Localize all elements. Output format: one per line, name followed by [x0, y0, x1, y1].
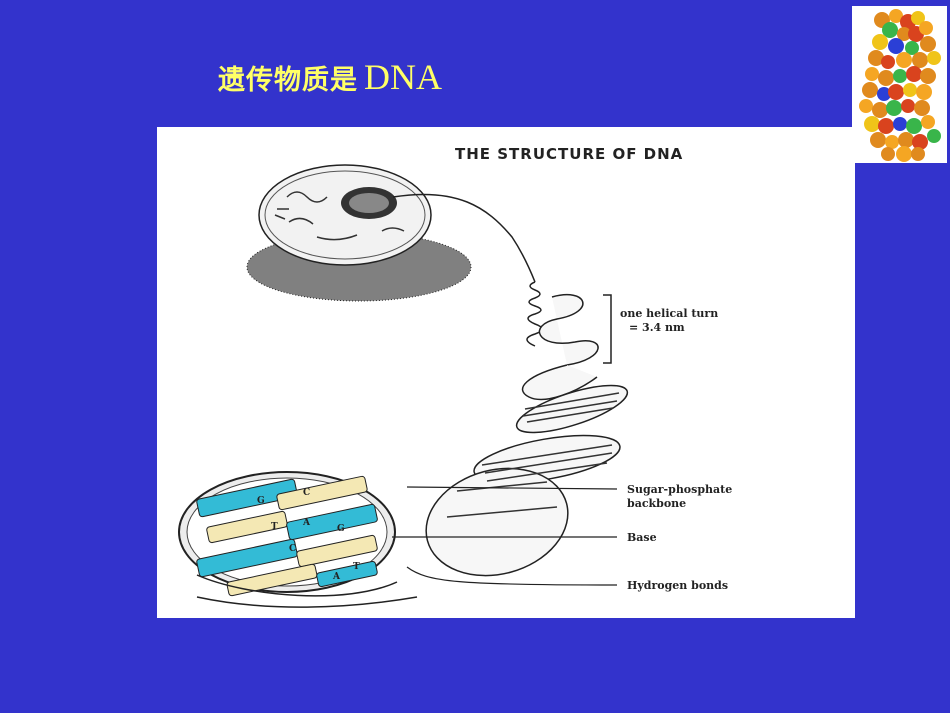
base-letter: T	[271, 522, 278, 532]
helix-rungs	[446, 392, 620, 518]
label-sugar-phosphate: Sugar-phosphate	[627, 483, 732, 496]
base-pair-2	[206, 510, 288, 544]
dna-atoms	[859, 9, 941, 162]
leader-lines	[392, 486, 618, 586]
slide-title: 遗传物质是 DNA	[218, 56, 442, 100]
label-hydrogen-bonds: Hydrogen bonds	[627, 579, 728, 592]
base-letter: G	[337, 524, 345, 534]
dna-helix	[425, 293, 629, 577]
base-letter: A	[332, 572, 341, 582]
helical-turn-value: = 3.4 nm	[629, 321, 685, 334]
base-letter: A	[302, 518, 311, 528]
dna-structure-diagram: THE STRUCTURE OF DNA	[157, 127, 855, 618]
title-chinese: 遗传物质是	[218, 65, 358, 96]
coiled-strand	[526, 281, 543, 347]
base-pair-4	[226, 563, 318, 597]
base-pair-1	[196, 478, 298, 518]
diagram-heading: THE STRUCTURE OF DNA	[455, 145, 683, 163]
label-base: Base	[627, 531, 657, 544]
base-letter: G	[257, 496, 265, 506]
base-letter: T	[353, 562, 360, 572]
base-pair-3	[196, 538, 298, 578]
dna-cross-section: G C T A C G T A	[178, 471, 418, 608]
title-dna: DNA	[364, 57, 442, 97]
helical-turn-bracket	[603, 294, 612, 364]
cell-illustration	[246, 164, 472, 302]
base-letter: C	[303, 488, 310, 498]
label-backbone: backbone	[627, 497, 686, 510]
helical-turn-label: one helical turn	[620, 307, 718, 320]
chromatin-strand	[392, 193, 536, 283]
base-letter: C	[289, 544, 296, 554]
dna-model-image	[852, 6, 947, 163]
